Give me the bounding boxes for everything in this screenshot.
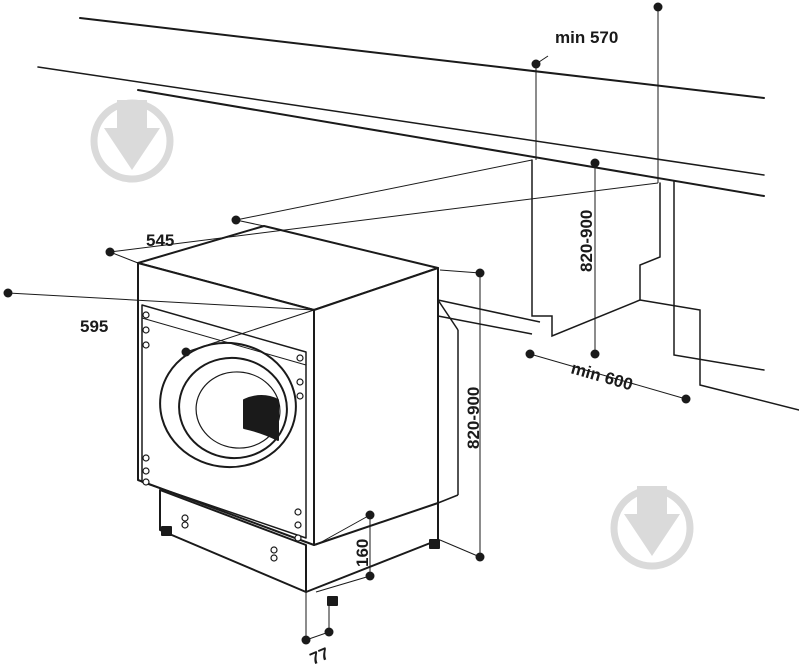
watermark-drop-icon (90, 99, 174, 183)
watermark-drop-icon (610, 486, 694, 570)
washing-machine (137, 225, 459, 606)
label-min-570: min 570 (555, 28, 618, 47)
label-offset-77: 77 (307, 644, 332, 669)
label-width-595: 595 (80, 317, 108, 336)
label-niche-height: 820-900 (577, 210, 596, 272)
dimension-lines (7, 7, 687, 641)
label-plinth-160: 160 (353, 539, 372, 567)
label-depth-545: 545 (146, 231, 174, 250)
label-min-600: min 600 (569, 359, 635, 395)
dimension-dots (3, 2, 691, 645)
label-machine-height: 820-900 (464, 387, 483, 449)
screw-holes (142, 311, 304, 562)
countertop (37, 17, 799, 411)
floor-lines (437, 299, 541, 335)
